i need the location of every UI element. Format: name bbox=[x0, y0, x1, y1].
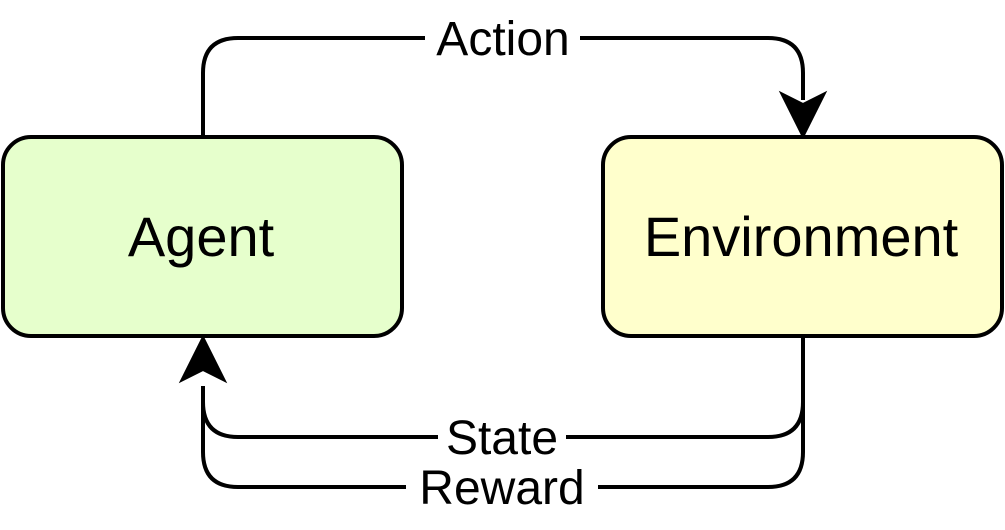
state-label: State bbox=[446, 412, 558, 465]
environment-node: Environment bbox=[601, 135, 1004, 338]
agent-box bbox=[1, 135, 404, 338]
reward-label-bg bbox=[406, 464, 598, 512]
state-reward-arrowhead-icon bbox=[178, 334, 228, 384]
agent-label: Agent bbox=[128, 205, 275, 268]
action-label-bg bbox=[425, 10, 580, 66]
action-label: Action bbox=[436, 13, 569, 66]
environment-label: Environment bbox=[644, 205, 959, 268]
environment-box bbox=[601, 135, 1004, 338]
state-label-bg bbox=[438, 412, 566, 462]
action-arrowhead-icon bbox=[778, 90, 828, 140]
reward-label: Reward bbox=[419, 462, 584, 515]
agent-node: Agent bbox=[1, 135, 404, 338]
